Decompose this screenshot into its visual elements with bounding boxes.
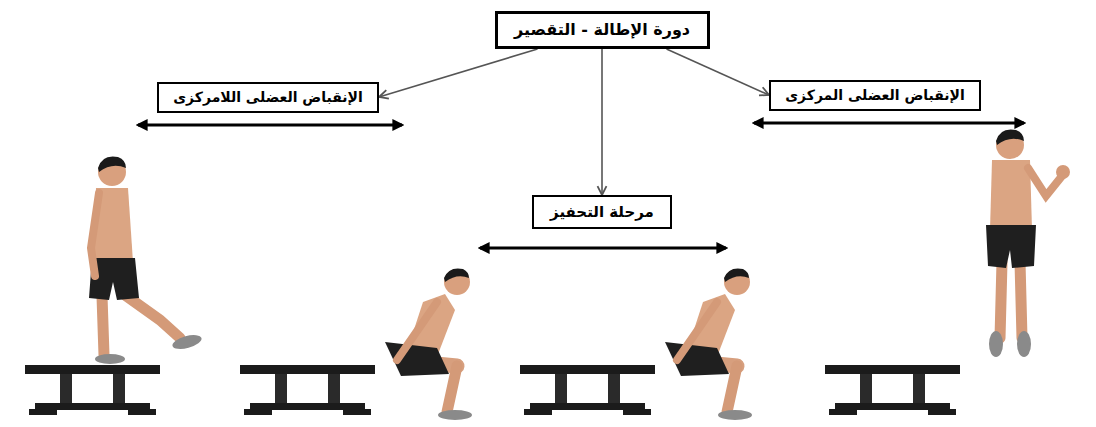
span-arrow [754, 122, 1024, 125]
athlete-stepping-off [89, 156, 203, 364]
process-box: الإنقباض العضلى اللامركزى [157, 82, 379, 113]
bench-icon [240, 365, 375, 415]
span-arrow [138, 124, 402, 127]
shorts [986, 225, 1036, 268]
athlete-jumping [986, 129, 1070, 357]
shoe [989, 331, 1003, 357]
arm [91, 193, 99, 276]
process-box: مرحلة التحفيز [532, 195, 672, 229]
shoe [95, 354, 125, 364]
bench-icon [825, 365, 960, 415]
connector-arrow [379, 49, 538, 97]
hair [98, 156, 126, 172]
box-label: الإنقباض العضلى اللامركزى [173, 89, 363, 106]
athlete-squat [385, 268, 472, 420]
leg [102, 296, 104, 355]
process-box: دورة الإطالة - التقصير [495, 11, 710, 49]
leg [125, 295, 180, 338]
process-box: الإنقباض العضلى المركزى [769, 80, 981, 111]
hair [996, 129, 1024, 145]
connector-arrow [667, 49, 770, 95]
leg [1000, 262, 1002, 338]
bench-icon [520, 365, 655, 415]
box-label: الإنقباض العضلى المركزى [785, 87, 965, 104]
connector-arrow [601, 49, 603, 195]
shoe [171, 332, 203, 351]
box-label: مرحلة التحفيز [550, 203, 654, 221]
fist [1056, 165, 1070, 179]
leg [1020, 262, 1022, 338]
athlete-squat [665, 268, 752, 420]
span-arrow [480, 247, 726, 250]
shoe [1017, 331, 1031, 357]
bench-icon [25, 365, 160, 415]
box-label: دورة الإطالة - التقصير [514, 20, 690, 39]
